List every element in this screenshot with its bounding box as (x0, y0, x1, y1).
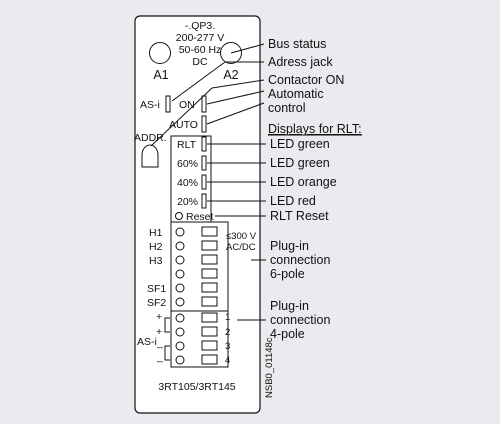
p40-label: 40% (177, 177, 198, 189)
callout-led-red: LED red (270, 194, 316, 208)
addr-label: ADDR. (134, 132, 167, 144)
terminal-number-2: 2 (225, 327, 230, 338)
callout-plugin4-line2: connection (270, 313, 331, 327)
rlt-led (201, 136, 207, 152)
terminal-row-4 (175, 268, 218, 279)
asi-minus-1: _ (156, 337, 163, 349)
on-led (201, 95, 207, 113)
terminal-number-1: 1 (225, 312, 230, 323)
on-label: ON (179, 99, 195, 111)
voltage-rating: 200-277 V (176, 32, 224, 44)
callout-automatic-line1: Automatic (268, 87, 324, 101)
callout-led-orange: LED orange (270, 175, 337, 189)
label-sf2: SF2 (147, 297, 166, 309)
callout-plugin4-line3: 4-pole (270, 327, 305, 341)
terminal-a1-screw (149, 42, 171, 64)
label-sf1: SF1 (147, 283, 166, 295)
terminal-number-3: 3 (225, 341, 230, 352)
asi-plus-2: + (156, 326, 162, 338)
terminal-row-asi-3 (175, 340, 218, 351)
terminal-a1-label: A1 (153, 68, 168, 82)
callout-led-green-1: LED green (270, 137, 330, 151)
model-label: 3RT105/3RT145 (158, 381, 235, 393)
leader-lines (150, 43, 266, 321)
terminal-row-asi-1 (175, 312, 218, 323)
terminal-row-asi-4 (175, 354, 218, 365)
frequency-rating: 50-60 Hz (179, 44, 222, 56)
terminal-row-asi-2 (175, 326, 218, 337)
auto-led (201, 115, 207, 133)
callout-rlt-reset: RLT Reset (270, 209, 329, 223)
address-jack (141, 144, 159, 168)
terminal-row-sf2 (175, 296, 218, 307)
terminal-a2-label: A2 (223, 68, 238, 82)
p60-led (201, 155, 207, 171)
callout-led-green-2: LED green (270, 156, 330, 170)
terminal-row-sf1 (175, 282, 218, 293)
terminal-acdc-label: AC/DC (226, 242, 256, 253)
p60-label: 60% (177, 158, 198, 170)
p20-label: 20% (177, 196, 198, 208)
p40-led (201, 174, 207, 190)
callout-bus-status: Bus status (268, 37, 326, 51)
dc-label: DC (192, 56, 208, 68)
device-name: -.QP3. (185, 20, 215, 32)
asi-bus-label: AS-i (137, 336, 157, 348)
terminal-number-4: 4 (225, 355, 230, 366)
callout-plugin6-line2: connection (270, 253, 331, 267)
label-h2: H2 (149, 241, 163, 253)
callout-plugin6-line1: Plug-in (270, 239, 309, 253)
p20-led (201, 193, 207, 209)
label-h1: H1 (149, 227, 163, 239)
callout-plugin4-line1: Plug-in (270, 299, 309, 313)
callout-plugin6-line3: 6-pole (270, 267, 305, 281)
asi-bracket-plus (164, 317, 170, 333)
rlt-label: RLT (177, 139, 197, 151)
terminal-voltage-label: ≤300 V (226, 231, 257, 242)
callout-automatic-line2: control (268, 101, 306, 115)
label-h3: H3 (149, 255, 163, 267)
asi-minus-2: _ (156, 351, 163, 363)
terminal-row-h3 (175, 254, 218, 265)
figure-id: NSB0_01148c (264, 337, 275, 398)
asi-status-led (165, 95, 171, 113)
terminal-row-h2 (175, 240, 218, 251)
terminal-row-h1 (175, 226, 218, 237)
callout-displays-heading: Displays for RLT: (268, 122, 362, 136)
callout-contactor-on: Contactor ON (268, 73, 344, 87)
asi-bracket-minus (164, 345, 170, 361)
asi-label: AS-i (140, 99, 160, 111)
asi-plus-1: + (156, 311, 162, 323)
callout-adress-jack: Adress jack (268, 55, 333, 69)
reset-label: Reset (186, 211, 214, 223)
reset-button[interactable] (175, 212, 183, 220)
